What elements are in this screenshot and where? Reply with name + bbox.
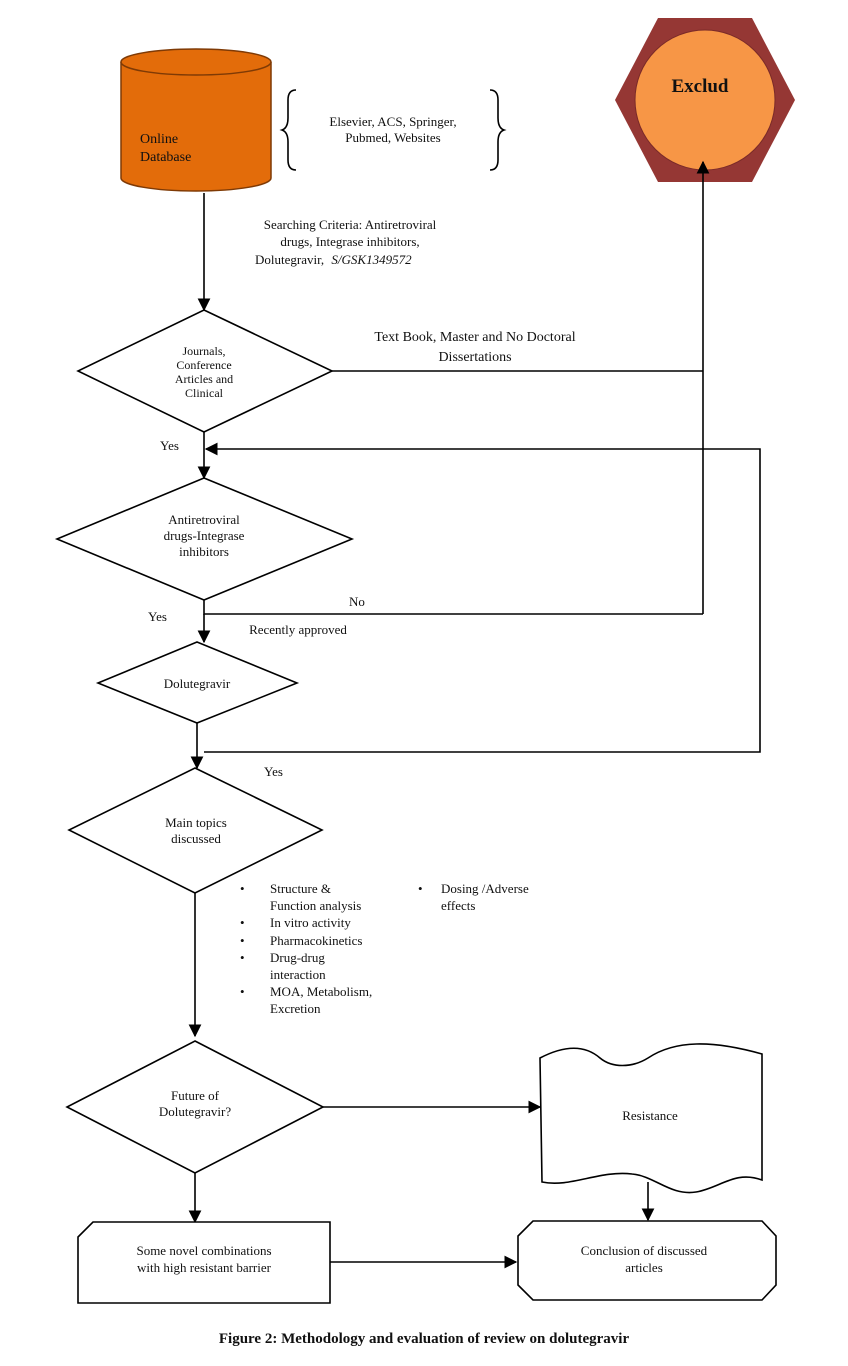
loop-back-arrow: [204, 442, 761, 753]
resistance-label: Resistance: [622, 1108, 678, 1123]
topic-4-line1: Drug-drug: [270, 950, 325, 965]
exclude-node: Exclud: [615, 18, 795, 182]
edge-label-yes-1: Yes: [160, 438, 179, 453]
decision-main-topics-diamond: [67, 767, 324, 894]
exclusion-note-line1: Text Book, Master and No Doctoral: [374, 330, 575, 345]
searching-criteria-label: Searching Criteria: Antiretroviral drugs…: [255, 217, 437, 267]
topic-3: Pharmacokinetics: [270, 933, 362, 948]
database-label-line1: Online: [140, 132, 178, 147]
exclude-label: Exclud: [671, 76, 728, 97]
decision2-line2: drugs-Integrase: [164, 528, 245, 543]
database-label-line2: Database: [140, 150, 191, 165]
topic-bullet-6: •: [418, 881, 423, 896]
edge-label-recently-approved: Recently approved: [249, 622, 347, 637]
left-brace: [279, 89, 297, 171]
topic-bullet-1: •: [240, 881, 245, 896]
topic-bullet-5: •: [240, 984, 245, 999]
decision-journals-diamond: [76, 309, 334, 433]
sources-line1: Elsevier, ACS, Springer,: [329, 114, 456, 129]
resistance-node: Resistance: [539, 1043, 763, 1194]
decision5-line1: Future of: [171, 1088, 220, 1103]
conclusion-line1: Conclusion of discussed: [581, 1243, 708, 1258]
right-brace: [489, 89, 507, 171]
topic-2: In vitro activity: [270, 915, 351, 930]
topic-1-line1: Structure &: [270, 881, 331, 896]
decision-future-diamond: [65, 1040, 325, 1174]
sources-line2: Pubmed, Websites: [345, 130, 441, 145]
decision-journals: Journals, Conference Articles and Clinic…: [76, 309, 334, 433]
conclusion-line2: articles: [625, 1260, 663, 1275]
decision-main-topics: Main topics discussed: [67, 767, 324, 894]
decision2-line1: Antiretroviral: [168, 512, 240, 527]
exclusion-note-line2: Dissertations: [438, 350, 511, 365]
decision1-line4: Clinical: [185, 386, 224, 400]
criteria-line3-plain: Dolutegravir,: [255, 252, 324, 267]
decision-integrase: Antiretroviral drugs-Integrase inhibitor…: [54, 477, 355, 601]
sources-brace: Elsevier, ACS, Springer, Pubmed, Website…: [279, 89, 507, 171]
topic-bullet-2: •: [240, 915, 245, 930]
decision-dolutegravir-diamond: [95, 641, 300, 724]
exclude-circle: [634, 29, 776, 171]
topic-5-line2: Excretion: [270, 1001, 321, 1016]
line-decision2-no-to-exclude: [203, 600, 703, 615]
resistance-document-shape: [539, 1043, 763, 1194]
topic-6-line2: effects: [441, 898, 475, 913]
conclusion-node: Conclusion of discussed articles: [517, 1220, 777, 1301]
topic-4-line2: interaction: [270, 967, 326, 982]
decision5-line2: Dolutegravir?: [159, 1104, 231, 1119]
decision-integrase-diamond: [54, 477, 355, 601]
topic-5-line1: MOA, Metabolism,: [270, 984, 372, 999]
figure-caption: Figure 2: Methodology and evaluation of …: [219, 1331, 630, 1347]
combinations-line1: Some novel combinations: [136, 1243, 271, 1258]
topic-6-line1: Dosing /Adverse: [441, 881, 529, 896]
edge-label-yes-3: Yes: [264, 764, 283, 779]
criteria-line3-italic: S/GSK1349572: [331, 252, 412, 267]
conclusion-box: [517, 1220, 777, 1301]
criteria-line1: Searching Criteria: Antiretroviral: [264, 217, 437, 232]
decision-dolutegravir: Dolutegravir: [95, 641, 300, 724]
decision-future: Future of Dolutegravir?: [65, 1040, 325, 1174]
database-cylinder-top: [120, 48, 272, 76]
criteria-line3: Dolutegravir, S/GSK1349572: [255, 252, 412, 267]
edge-label-no: No: [349, 594, 365, 609]
decision1-line2: Conference: [176, 358, 231, 372]
decision1-line1: Journals,: [183, 344, 226, 358]
topic-bullet-3: •: [240, 933, 245, 948]
criteria-line2: drugs, Integrase inhibitors,: [280, 234, 419, 249]
decision3-line1: Dolutegravir: [164, 676, 231, 691]
combinations-box: [77, 1221, 331, 1304]
online-database-node: Online Database: [120, 48, 272, 192]
decision4-line2: discussed: [171, 831, 221, 846]
topic-1-line2: Function analysis: [270, 898, 361, 913]
topics-list: • Structure & Function analysis • In vit…: [240, 881, 529, 1016]
decision4-line1: Main topics: [165, 815, 227, 830]
topic-bullet-4: •: [240, 950, 245, 965]
decision1-line3: Articles and: [175, 372, 233, 386]
combinations-node: Some novel combinations with high resist…: [77, 1221, 331, 1304]
combinations-line2: with high resistant barrier: [137, 1260, 272, 1275]
database-cylinder-body: [120, 62, 272, 192]
decision2-line3: inhibitors: [179, 544, 229, 559]
edge-label-yes-2: Yes: [148, 609, 167, 624]
